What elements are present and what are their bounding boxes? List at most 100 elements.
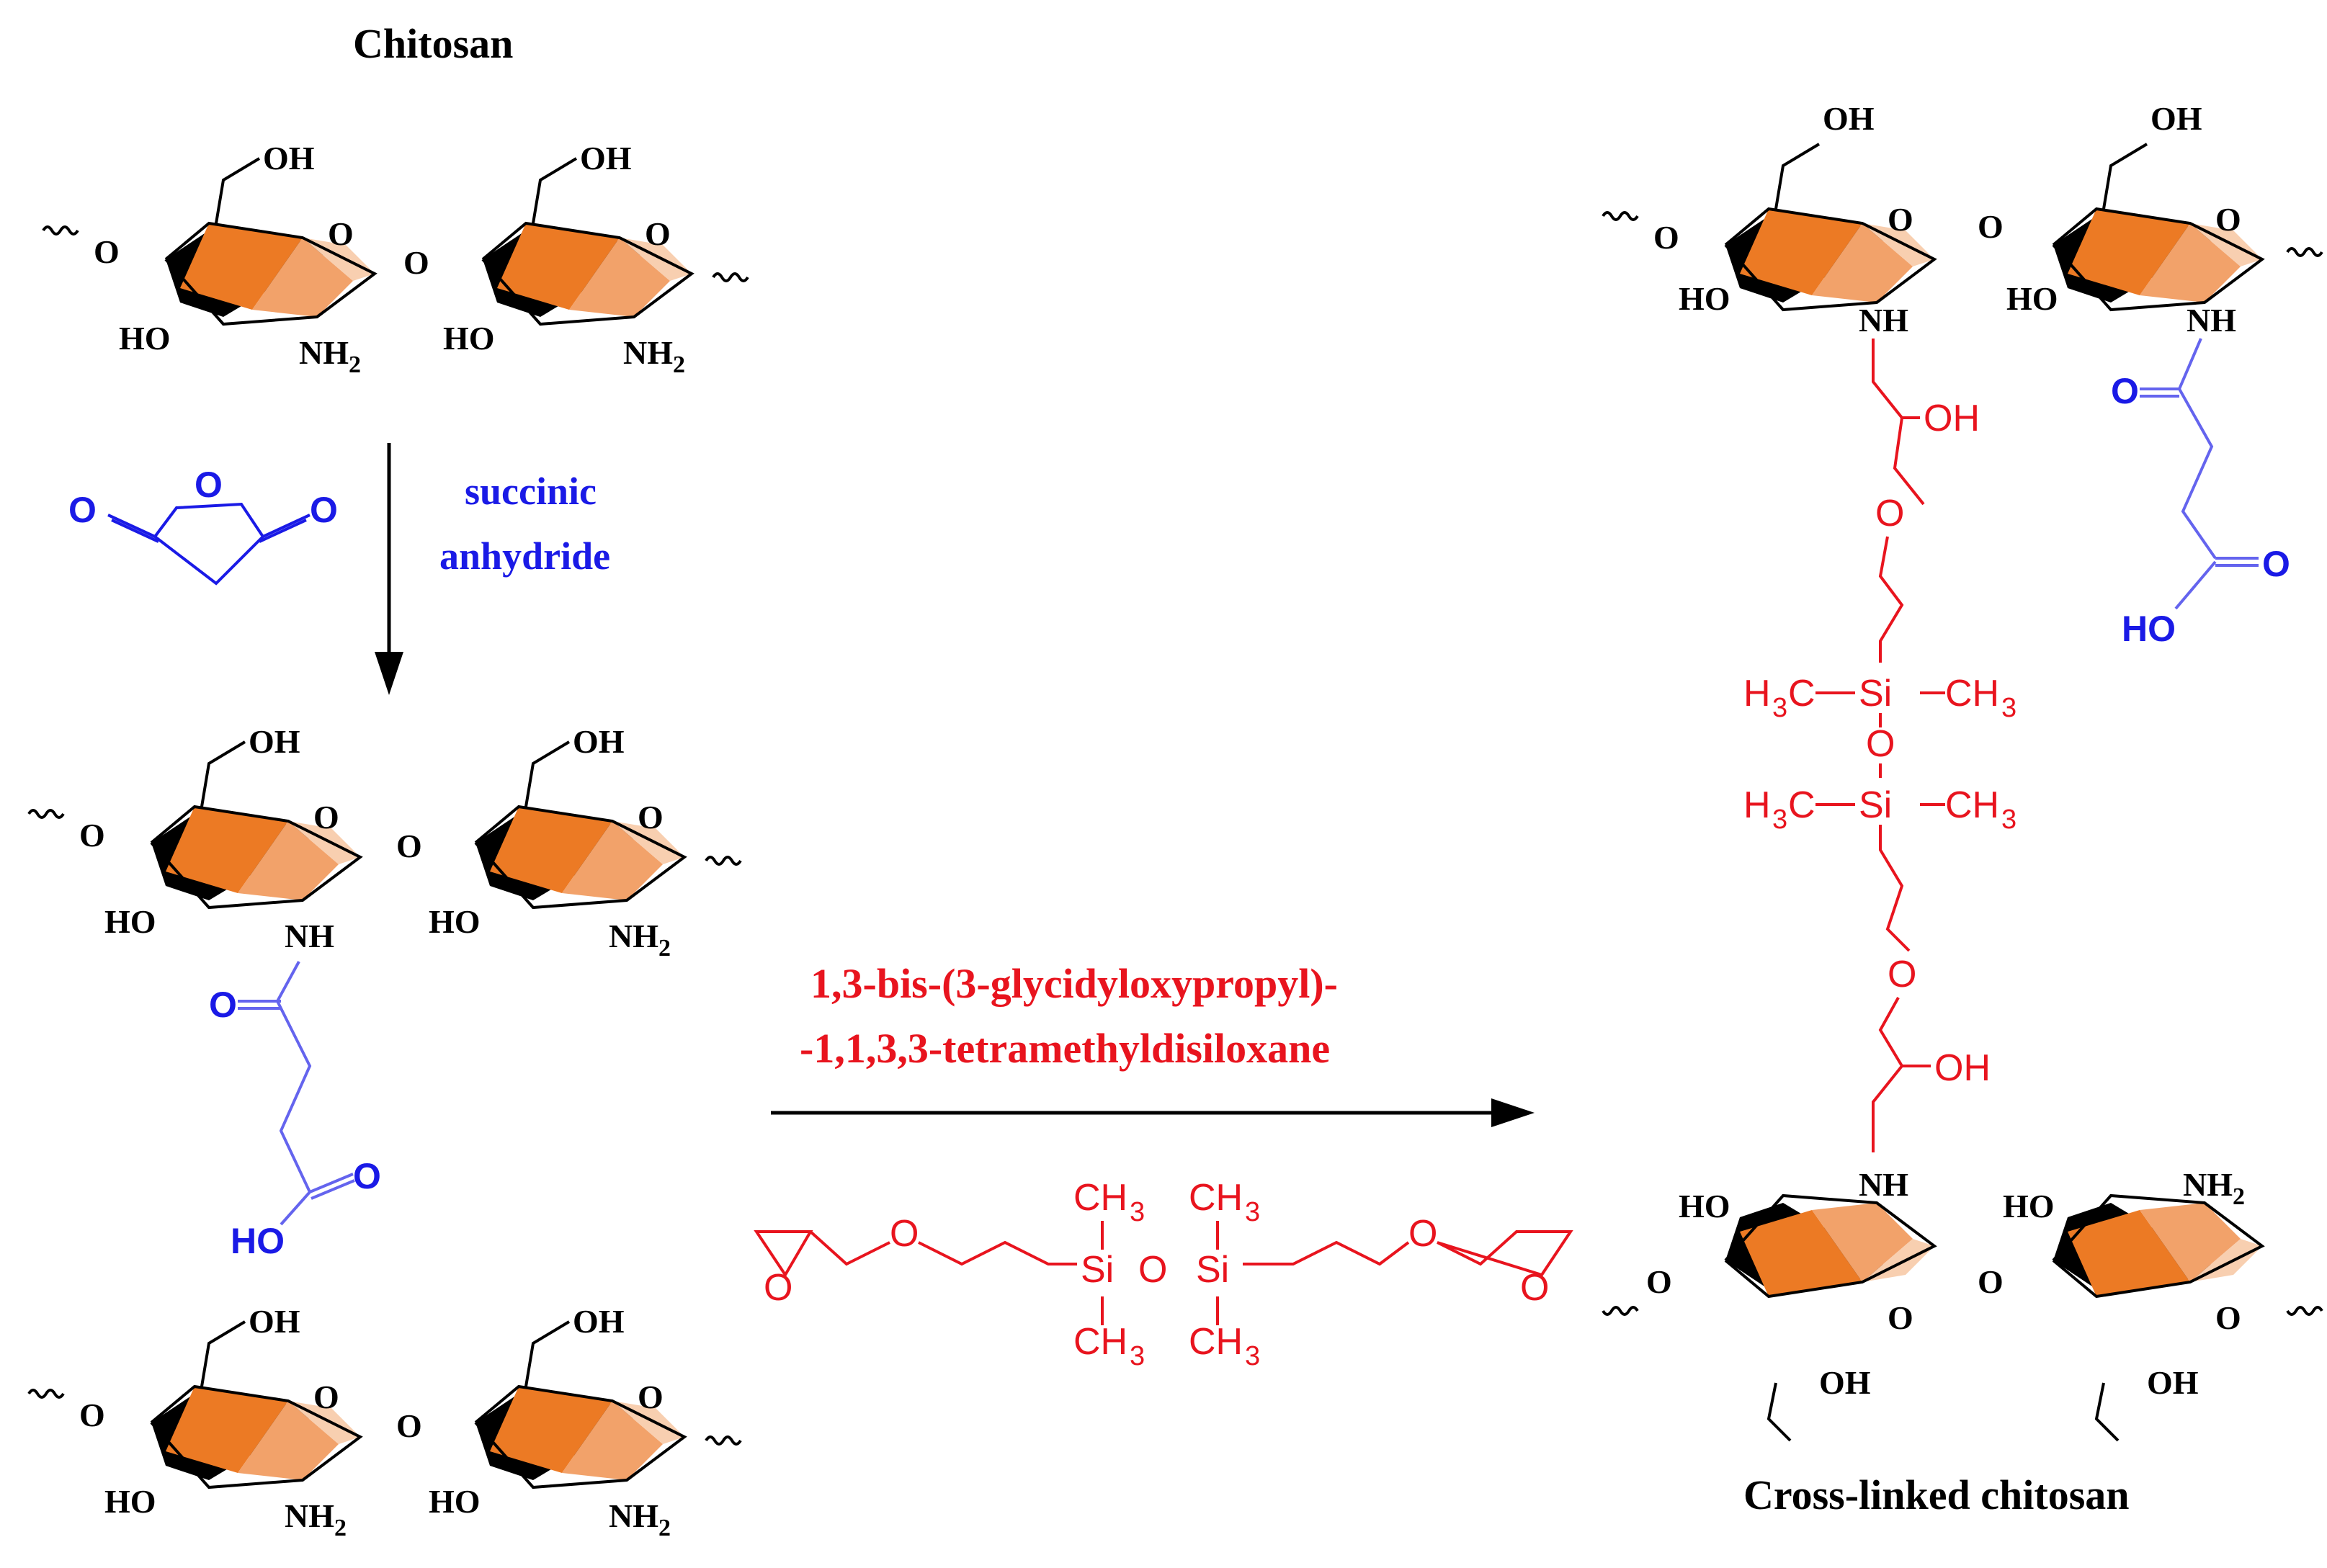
svg-text:O: O: [1138, 1249, 1167, 1291]
svg-text:O: O: [1978, 208, 2004, 245]
svg-text:O: O: [2111, 371, 2139, 411]
svg-text:HO: HO: [443, 320, 495, 357]
succinyl-chitosan-chain: O O OH HO NH O O OH HO NH2: [27, 723, 742, 962]
svg-text:O: O: [1978, 1263, 2004, 1300]
subscript-2: 2: [658, 1515, 671, 1541]
subscript-2: 2: [349, 351, 361, 378]
svg-text:O: O: [403, 244, 429, 281]
svg-text:NH: NH: [285, 918, 334, 954]
svg-text:NH2: NH2: [285, 1497, 347, 1541]
svg-text:O: O: [1520, 1267, 1549, 1309]
svg-text:HO: HO: [2122, 609, 2176, 649]
svg-text:Si: Si: [1196, 1249, 1229, 1291]
svg-text:C: C: [1788, 673, 1815, 714]
crosslinker-bridge: OH O H 3 C Si CH 3 O H 3 C Si CH 3 O OH: [1743, 339, 2016, 1152]
svg-text:3: 3: [1245, 1341, 1260, 1371]
svg-text:OH: OH: [1924, 398, 1980, 439]
svg-text:O: O: [1875, 493, 1904, 534]
svg-text:3: 3: [1772, 693, 1787, 723]
svg-text:O: O: [353, 1156, 381, 1196]
svg-text:CH: CH: [1189, 1177, 1243, 1219]
svg-text:NH: NH: [2187, 302, 2236, 339]
svg-text:OH: OH: [573, 1303, 625, 1340]
svg-text:C: C: [1788, 784, 1815, 826]
svg-text:O: O: [638, 799, 664, 835]
svg-text:O: O: [890, 1213, 919, 1255]
svg-text:CH: CH: [1945, 673, 1999, 714]
svg-text:O: O: [638, 1379, 664, 1415]
succinic-anhydride-structure: O O O: [68, 465, 338, 586]
svg-text:NH2: NH2: [609, 1497, 671, 1541]
svg-text:3: 3: [1772, 805, 1787, 835]
svg-text:HO: HO: [1679, 280, 1730, 317]
svg-text:O: O: [764, 1267, 792, 1309]
subscript-2: 2: [658, 935, 671, 962]
svg-text:CH: CH: [1189, 1321, 1243, 1363]
reagent-label-1: 1,3-bis-(3-glycidyloxypropyl)-: [810, 960, 1338, 1007]
svg-text:HO: HO: [1679, 1188, 1730, 1224]
subscript-2: 2: [673, 351, 685, 378]
svg-text:O: O: [1866, 723, 1895, 765]
svg-text:Si: Si: [1859, 784, 1892, 826]
svg-text:O: O: [1646, 1263, 1672, 1300]
svg-text:3: 3: [1245, 1197, 1260, 1227]
svg-text:HO: HO: [104, 1483, 156, 1520]
svg-text:Si: Si: [1859, 673, 1892, 714]
svg-text:O: O: [313, 799, 339, 835]
svg-text:OH: OH: [263, 140, 315, 176]
subscript-2: 2: [334, 1515, 347, 1541]
svg-text:O: O: [2262, 544, 2290, 584]
svg-text:O: O: [310, 490, 338, 530]
svg-text:3: 3: [2001, 805, 2016, 835]
svg-text:O: O: [1888, 201, 1913, 238]
svg-text:H: H: [1743, 784, 1771, 826]
svg-text:NH2: NH2: [609, 918, 671, 962]
svg-text:3: 3: [2001, 693, 2016, 723]
svg-text:OH: OH: [1819, 1364, 1871, 1401]
svg-text:O: O: [313, 1379, 339, 1415]
svg-text:O: O: [328, 215, 354, 252]
svg-text:OH: OH: [249, 723, 300, 760]
svg-text:OH: OH: [249, 1303, 300, 1340]
svg-text:O: O: [79, 1397, 105, 1433]
svg-text:O: O: [1653, 219, 1679, 256]
svg-text:CH: CH: [1073, 1177, 1127, 1219]
svg-text:OH: OH: [580, 140, 632, 176]
svg-text:O: O: [195, 465, 223, 505]
crosslinked-chain-top: O O OH HO NH O O OH HO NH: [1602, 100, 2323, 339]
svg-text:OH: OH: [573, 723, 625, 760]
svg-text:HO: HO: [429, 903, 481, 940]
svg-text:O: O: [79, 817, 105, 854]
reagent-label-2: -1,1,3,3-tetramethyldisiloxane: [800, 1025, 1330, 1072]
crosslinker-structure: O O Si CH 3 CH 3 O Si CH 3 CH 3 O O: [754, 1177, 1573, 1371]
svg-text:Si: Si: [1081, 1249, 1114, 1291]
svg-text:3: 3: [1130, 1197, 1145, 1227]
succinic-label-1: succinic: [465, 470, 597, 513]
crosslinked-title: Cross-linked chitosan: [1743, 1471, 2130, 1518]
chitosan-chain-top: O O OH HO NH2 O O OH HO NH2: [42, 140, 749, 378]
svg-text:HO: HO: [2003, 1188, 2055, 1224]
svg-text:O: O: [68, 490, 97, 530]
svg-text:HO: HO: [429, 1483, 481, 1520]
succinic-label-2: anhydride: [439, 534, 610, 578]
svg-text:3: 3: [1130, 1341, 1145, 1371]
svg-text:NH: NH: [1859, 302, 1908, 339]
subscript-2: 2: [2233, 1183, 2245, 1210]
svg-text:O: O: [1888, 1299, 1913, 1336]
svg-text:HO: HO: [119, 320, 171, 357]
svg-text:O: O: [209, 985, 237, 1025]
svg-text:NH2: NH2: [299, 334, 361, 378]
svg-text:OH: OH: [2147, 1364, 2199, 1401]
svg-text:O: O: [396, 1407, 422, 1444]
svg-text:HO: HO: [2006, 280, 2058, 317]
svg-text:O: O: [396, 828, 422, 864]
crosslinked-chain-bottom: NH HO HO NH2 O O O O OH OH: [1602, 1166, 2323, 1442]
svg-text:O: O: [94, 233, 120, 270]
svg-text:OH: OH: [1823, 100, 1875, 137]
svg-text:OH: OH: [1934, 1047, 1991, 1089]
svg-text:CH: CH: [1945, 784, 1999, 826]
svg-text:O: O: [2215, 1299, 2241, 1336]
svg-text:NH: NH: [1859, 1166, 1908, 1203]
svg-text:O: O: [645, 215, 671, 252]
